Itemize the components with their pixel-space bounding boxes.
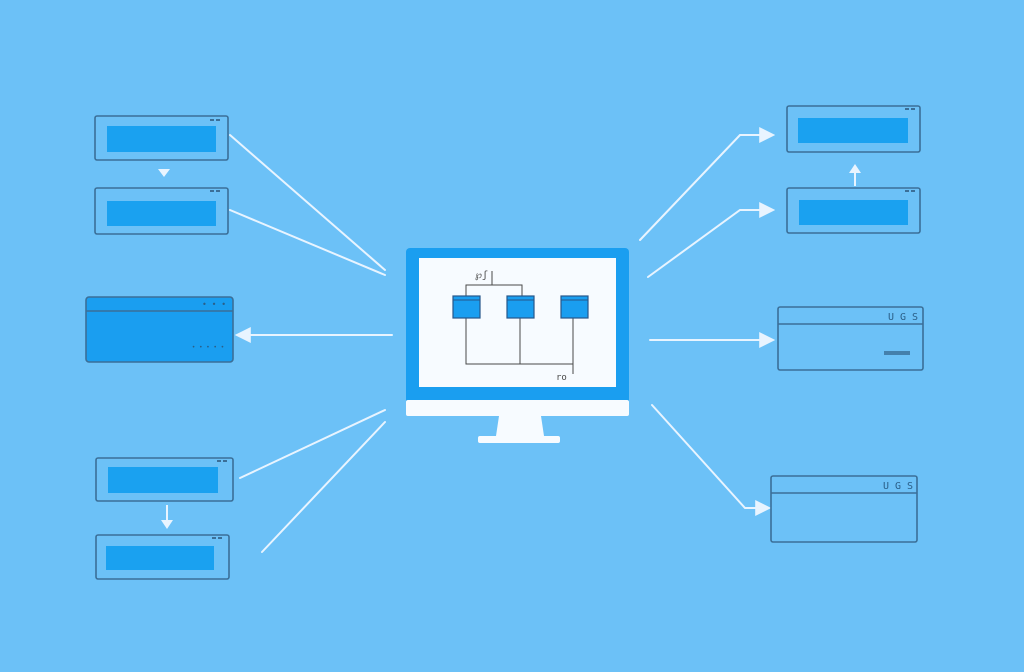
right-card-4-header-text: U G S [883, 481, 913, 492]
connector-line [639, 127, 776, 241]
monitor: ℘ʃ ro [406, 248, 629, 443]
left-card-4 [95, 457, 234, 502]
monitor-stand [496, 416, 544, 436]
right-card-1 [786, 105, 921, 153]
arrow-down-icon [158, 169, 170, 177]
left-card-2 [94, 187, 229, 235]
connector-line [261, 421, 386, 553]
left-card-1 [94, 115, 229, 161]
process-node [452, 295, 481, 319]
left-card-5 [95, 534, 230, 580]
left-card-3: • • • • • • • • [85, 296, 234, 363]
connector-line [239, 409, 386, 479]
connector-line [651, 404, 772, 516]
screen-diagram [465, 271, 574, 374]
process-node [560, 295, 589, 319]
left-card-3-header-marks: • • • [202, 300, 226, 309]
process-node [506, 295, 535, 319]
screen-top-label: ℘ʃ [475, 270, 488, 281]
arrow-down-icon [161, 505, 173, 529]
monitor-base [478, 436, 560, 443]
right-card-3: U G S [777, 306, 924, 371]
right-card-2 [786, 187, 921, 234]
connectors [229, 127, 776, 553]
monitor-screen [419, 258, 616, 387]
right-card-3-header-text: U G S [888, 312, 918, 323]
screen-bottom-label: ro [556, 373, 567, 383]
connector-line [229, 209, 386, 276]
connector-line [647, 202, 776, 278]
right-card-4: U G S [770, 475, 918, 543]
connector-line [229, 134, 386, 271]
monitor-bezel-bottom [406, 400, 629, 416]
arrow-up-icon [849, 164, 861, 186]
left-card-3-footer-marks: • • • • • [192, 344, 225, 351]
